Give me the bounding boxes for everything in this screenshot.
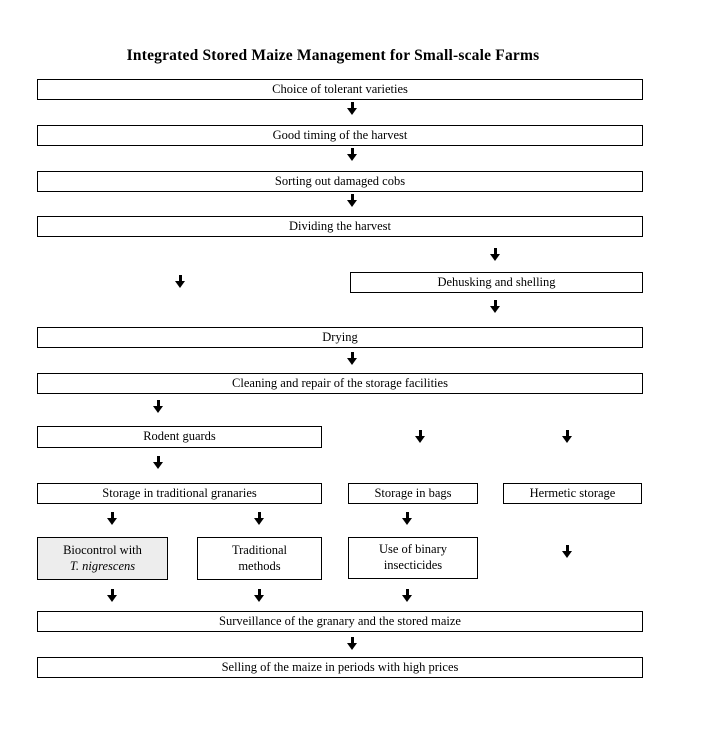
flow-box-label: Cleaning and repair of the storage facil… (232, 375, 448, 390)
flow-box-good-timing-of-harvest: Good timing of the harvest (37, 125, 643, 146)
flow-box-label: Drying (322, 329, 358, 344)
flow-box-biocontrol-t-nigrescens: Biocontrol with T. nigrescens (37, 537, 168, 580)
down-arrow-icon (253, 512, 266, 525)
flow-box-label: Sorting out damaged cobs (274, 173, 406, 188)
flow-box-label: Surveillance of the granary and the stor… (219, 613, 461, 628)
flow-box-surveillance-of-granary-and-stored-maize: Surveillance of the granary and the stor… (37, 611, 643, 632)
flow-box-label-line1: Use of binary (378, 542, 448, 557)
flow-box-cleaning-and-repair-storage-facilities: Cleaning and repair of the storage facil… (37, 373, 643, 394)
down-arrow-icon (561, 545, 574, 558)
down-arrow-icon (106, 589, 119, 602)
down-arrow-icon (346, 148, 359, 161)
flow-box-label: Dehusking and shelling (437, 274, 556, 289)
flow-box-hermetic-storage: Hermetic storage (503, 483, 642, 504)
flow-box-label-line2: methods (238, 558, 281, 573)
down-arrow-icon (174, 275, 187, 288)
down-arrow-icon (346, 637, 359, 650)
flow-box-dehusking-and-shelling: Dehusking and shelling (350, 272, 643, 293)
flow-box-choice-of-tolerant-varieties: Choice of tolerant varieties (37, 79, 643, 100)
flow-box-rodent-guards: Rodent guards (37, 426, 322, 448)
flow-box-use-of-binary-insecticides: Use of binary insecticides (348, 537, 478, 579)
flow-box-traditional-methods: Traditional methods (197, 537, 322, 580)
flow-box-label-line2: T. nigrescens (69, 558, 136, 573)
down-arrow-icon (106, 512, 119, 525)
flow-box-storage-in-traditional-granaries: Storage in traditional granaries (37, 483, 322, 504)
down-arrow-icon (152, 400, 165, 413)
down-arrow-icon (489, 300, 502, 313)
flow-box-label: Hermetic storage (529, 485, 616, 500)
flow-box-sorting-out-damaged-cobs: Sorting out damaged cobs (37, 171, 643, 192)
down-arrow-icon (253, 589, 266, 602)
flow-box-label-line1: Biocontrol with (63, 542, 142, 557)
down-arrow-icon (152, 456, 165, 469)
flow-box-label: Storage in bags (374, 485, 452, 500)
flow-box-label: Storage in traditional granaries (102, 485, 257, 500)
flow-box-drying: Drying (37, 327, 643, 348)
flow-box-label: Rodent guards (143, 429, 216, 444)
down-arrow-icon (414, 430, 427, 443)
down-arrow-icon (401, 589, 414, 602)
flow-box-storage-in-bags: Storage in bags (348, 483, 478, 504)
down-arrow-icon (561, 430, 574, 443)
flow-box-label: Selling of the maize in periods with hig… (221, 659, 459, 674)
down-arrow-icon (346, 194, 359, 207)
flow-box-dividing-the-harvest: Dividing the harvest (37, 216, 643, 237)
flow-box-label: Good timing of the harvest (272, 127, 408, 142)
flow-box-label: Choice of tolerant varieties (272, 81, 408, 96)
flow-box-selling-maize-high-prices: Selling of the maize in periods with hig… (37, 657, 643, 678)
down-arrow-icon (346, 352, 359, 365)
down-arrow-icon (401, 512, 414, 525)
flow-box-label-line1: Traditional (231, 542, 288, 557)
flow-box-label: Dividing the harvest (288, 218, 392, 233)
down-arrow-icon (346, 102, 359, 115)
flow-box-label-line2: insecticides (383, 558, 443, 572)
down-arrow-icon (489, 248, 502, 261)
page-title: Integrated Stored Maize Management for S… (126, 47, 540, 64)
